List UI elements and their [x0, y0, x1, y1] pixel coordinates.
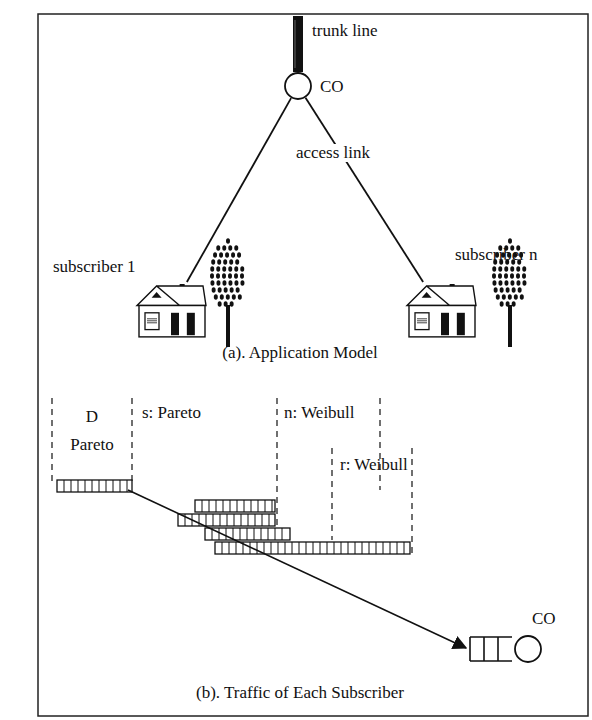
subfigure-caption: (a). Application Model [222, 344, 377, 363]
figure-frame [38, 14, 588, 716]
link-label: access link [294, 144, 372, 163]
trunk-label: trunk line [312, 22, 378, 41]
distribution-label: n: Weibull [284, 404, 355, 423]
subscriber-house: subscriber n [405, 282, 477, 338]
circle-outline [284, 72, 312, 100]
subscriber-house: subscriber 1 [135, 282, 207, 338]
node-label: CO [320, 78, 344, 97]
distribution-label: s: Pareto [142, 404, 201, 423]
queue-buffer [470, 637, 512, 661]
distribution-label: Pareto [70, 436, 113, 455]
house-drawing [405, 282, 477, 338]
central-office-server: CO [514, 635, 542, 663]
node-label: subscriber 1 [53, 258, 136, 277]
distribution-label: r: Weibull [340, 456, 408, 475]
node-label: subscriber n [455, 246, 538, 265]
trunk-line-bar [293, 16, 303, 72]
circle-outline [514, 635, 542, 663]
interval-markers [52, 398, 412, 555]
house-drawing [135, 282, 207, 338]
subfigure-caption: (b). Traffic of Each Subscriber [196, 684, 404, 703]
central-office-node: CO [284, 72, 312, 100]
access-link-line [306, 98, 424, 282]
traffic-arrow [128, 490, 466, 648]
node-label: CO [532, 610, 556, 629]
access-link-line [187, 98, 291, 282]
distribution-label: D [86, 408, 98, 427]
packet-trains [57, 480, 410, 554]
